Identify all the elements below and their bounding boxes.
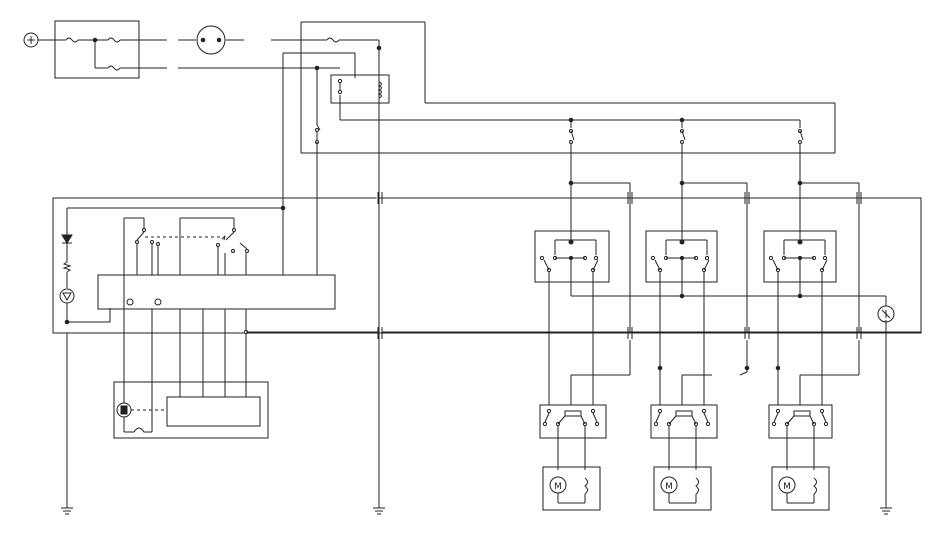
ground-3 — [880, 320, 892, 514]
limit-switch-2 — [680, 118, 685, 153]
logic-module — [98, 275, 335, 309]
resistor — [64, 262, 70, 272]
ground-2 — [373, 508, 385, 514]
fuse-1 — [66, 38, 78, 42]
window-motor-1 — [543, 467, 600, 510]
window-channel-3: M — [764, 153, 859, 510]
left-motor-assembly — [114, 382, 268, 438]
window-channel-2: M — [646, 153, 749, 510]
window-switch-1 — [535, 231, 609, 282]
relay — [331, 75, 800, 120]
ground-1 — [61, 333, 73, 514]
limit-switch-1 — [569, 118, 574, 153]
motor-label-1: M — [554, 482, 562, 492]
window-motor-2 — [654, 467, 711, 510]
battery-plus-symbol: + — [26, 33, 36, 47]
control-unit — [53, 192, 921, 339]
motor-relay-2 — [651, 405, 717, 438]
motor-relay-1 — [540, 405, 606, 438]
motor-label-2: M — [665, 482, 673, 492]
battery-feed: + — [24, 33, 55, 47]
fuse-box — [55, 21, 167, 78]
ignition-switch — [178, 26, 244, 54]
motor-label-3: M — [783, 482, 791, 492]
window-motor-3 — [772, 467, 829, 510]
limit-switch-3 — [799, 120, 804, 153]
fuse-2 — [108, 38, 120, 42]
fuse-3 — [108, 66, 120, 70]
diode — [62, 235, 72, 243]
fuse-4 — [327, 38, 339, 42]
sensor — [870, 296, 894, 322]
window-channel-1: M — [535, 153, 870, 510]
motor-relay-3 — [769, 405, 832, 438]
